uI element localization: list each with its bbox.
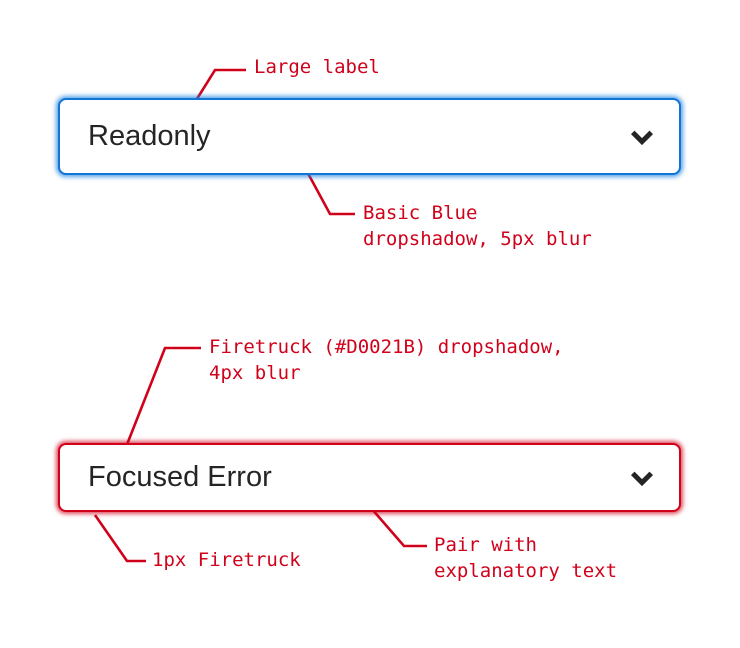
chevron-down-icon[interactable] [627, 463, 657, 493]
select-label-focused-error: Focused Error [88, 461, 272, 493]
leader-line-pair-with [370, 507, 427, 548]
chevron-down-icon[interactable] [627, 122, 657, 152]
leader-line-1px-firetruck [93, 514, 146, 563]
select-field-readonly[interactable]: Readonly [58, 98, 681, 175]
leader-line-firetruck-shadow [124, 346, 201, 448]
annotation-large-label: Large label [254, 56, 380, 78]
annotation-1px-firetruck-border: 1px Firetruck [152, 549, 301, 571]
annotation-pair-with-explanatory-text: Pair with explanatory text [434, 534, 618, 582]
select-field-focused-error[interactable]: Focused Error [58, 443, 681, 512]
annotation-firetruck-dropshadow: Firetruck (#D0021B) dropshadow, 4px blur [209, 336, 564, 384]
select-label-readonly: Readonly [88, 120, 211, 152]
annotation-basic-blue-dropshadow: Basic Blue dropshadow, 5px blur [363, 202, 592, 250]
